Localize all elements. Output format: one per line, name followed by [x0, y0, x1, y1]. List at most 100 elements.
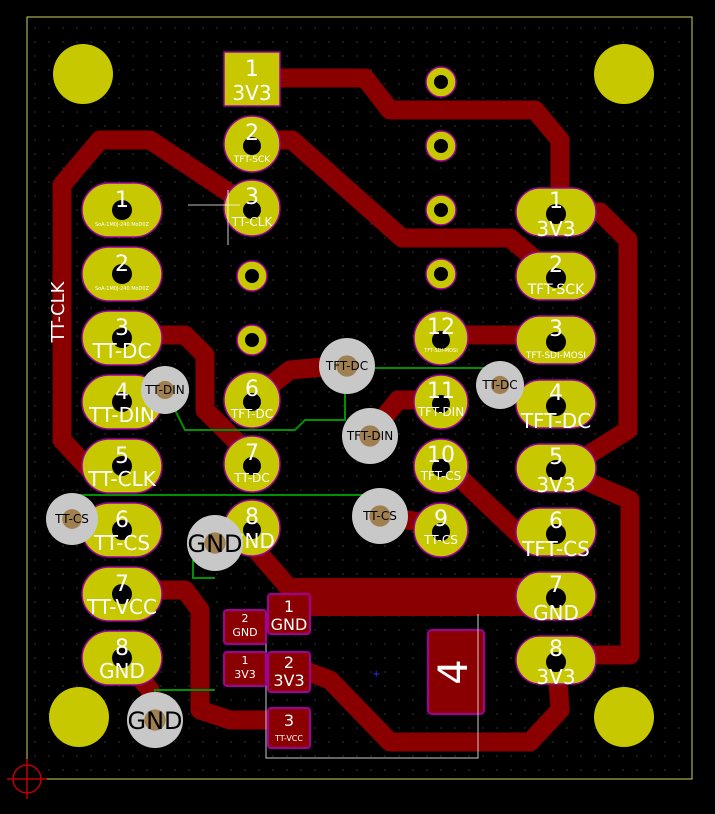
left-header-pin-net: GND	[99, 659, 145, 683]
via-net-label: TT-CS	[54, 512, 89, 526]
drill-hole	[112, 392, 132, 412]
via-net-label: TT-DIN	[144, 383, 184, 397]
drill-hole	[243, 393, 261, 411]
module-right-pin-net: TFT-SDI-MOSI	[423, 348, 457, 354]
mounting-hole	[49, 687, 109, 747]
drill-hole	[243, 521, 261, 539]
vertical-net-label: TT-CLK	[48, 280, 69, 343]
module-left-pin-net: TT-CLK	[231, 215, 274, 229]
module-right-pin-net: TT-CS	[423, 533, 458, 547]
drill-hole	[245, 269, 259, 283]
module-right-pin-num: 12	[427, 315, 455, 340]
capacitor-footprint: 2 GND 1 3V3	[223, 609, 267, 687]
module-left-pin-net: TFT-SCK	[233, 155, 271, 165]
drill-hole	[434, 267, 448, 281]
regulator-pin-3-num: 3	[284, 711, 294, 730]
drill-hole	[112, 584, 132, 604]
left-header-pin-num: 8	[115, 636, 129, 661]
left-header-pin-net: TT-DC	[92, 339, 152, 363]
left-header-pin-net: TT-VCC	[86, 595, 157, 619]
mounting-hole	[53, 44, 113, 104]
left-header-pin-num: 5	[115, 444, 129, 469]
via-hole	[204, 532, 226, 554]
regulator-pin-3-net: TT-VCC	[274, 734, 303, 743]
drill-hole	[546, 524, 566, 544]
right-header-pin-net: TFT-SDI-MOSI	[525, 351, 586, 361]
via-net-label: TT-DC	[481, 378, 517, 392]
cursor-crosshair	[188, 190, 240, 245]
capacitor-pad-1	[223, 651, 267, 687]
module-right-pin-net: TFT-CS	[420, 469, 462, 483]
capacitor-pad-2-num: 2	[242, 612, 249, 625]
drill-hole	[546, 204, 566, 224]
left-header-pin-num: 2	[115, 252, 129, 277]
left-header-pin-num: 4	[115, 380, 129, 405]
mounting-hole	[594, 687, 654, 747]
via-net-label: GND	[187, 530, 242, 558]
right-header-connector: 13V32TFT-SCK3TFT-SDI-MOSI4TFT-DC53V36TFT…	[515, 187, 597, 689]
track-tft-sck	[242, 130, 566, 287]
left-header-pin-small: SoA-1M0J-240 MoD0Z	[95, 286, 150, 292]
drill-hole	[243, 457, 261, 475]
board-outline	[26, 16, 693, 780]
mounting-holes	[49, 44, 654, 747]
drill-hole	[112, 328, 132, 348]
capacitor-pad-2	[223, 609, 267, 645]
drill-hole	[432, 395, 450, 413]
via-hole	[490, 375, 510, 395]
regulator-pin-2	[267, 651, 311, 693]
mounting-hole	[594, 44, 654, 104]
module-right-pin-num: 10	[427, 443, 455, 468]
drill-hole	[112, 456, 132, 476]
drill-hole	[432, 523, 450, 541]
right-header-pin-num: 5	[549, 445, 563, 470]
left-header-pin-net: TT-DIN	[88, 403, 155, 427]
left-header-pin-num: 6	[115, 508, 129, 533]
via-hole	[144, 709, 166, 731]
regulator-pin-2-net: 3V3	[273, 671, 304, 690]
regulator-pin-1-num: 1	[284, 597, 294, 616]
via-net-label: TT-CS	[362, 509, 397, 523]
via-hole	[155, 380, 175, 400]
drill-hole	[546, 460, 566, 480]
left-header-pin-net: TT-CS	[93, 531, 150, 555]
drill-hole	[112, 520, 132, 540]
via-net-label: TFT-DIN	[346, 429, 393, 443]
drill-hole	[546, 332, 566, 352]
drill-hole	[432, 331, 450, 349]
regulator-tab-pad	[427, 629, 485, 715]
regulator-pin-3	[267, 707, 311, 749]
right-header-pin-net: TFT-DC	[520, 409, 591, 433]
right-header-pin-num: 1	[549, 189, 563, 214]
drill-hole	[112, 648, 132, 668]
right-header-pin-net: TFT-SCK	[527, 282, 585, 298]
via-hole	[359, 425, 381, 447]
left-header-pin-num: 1	[115, 188, 129, 213]
left-header-pin-num: 3	[115, 316, 129, 341]
module-left-pin-num: 2	[245, 121, 259, 146]
track-3v3-top	[241, 68, 570, 222]
module-left-pin-num: 6	[245, 377, 259, 402]
drill-hole	[546, 652, 566, 672]
via-hole	[336, 355, 358, 377]
module-left-pin-num: 7	[245, 441, 259, 466]
right-header-pin-num: 4	[549, 381, 563, 406]
drill-hole	[245, 333, 259, 347]
track-3v3-reg	[280, 645, 570, 752]
module-right-pin-num: 11	[427, 379, 455, 404]
left-header-pin-num: 7	[115, 572, 129, 597]
right-header-pin-net: 3V3	[536, 665, 575, 689]
left-header-pin-small: SoA-1M0J-240 MoD0Z	[95, 222, 150, 228]
track-tt-vcc	[112, 580, 300, 730]
right-header-pin-num: 8	[549, 637, 563, 662]
right-header-pin-num: 3	[549, 317, 563, 342]
module-left-pin-num: 3	[245, 185, 259, 210]
capacitor-pad-2-net: GND	[232, 626, 257, 639]
drill-hole	[546, 268, 566, 288]
via-hole	[62, 509, 82, 529]
right-header-pin-net: 3V3	[536, 217, 575, 241]
